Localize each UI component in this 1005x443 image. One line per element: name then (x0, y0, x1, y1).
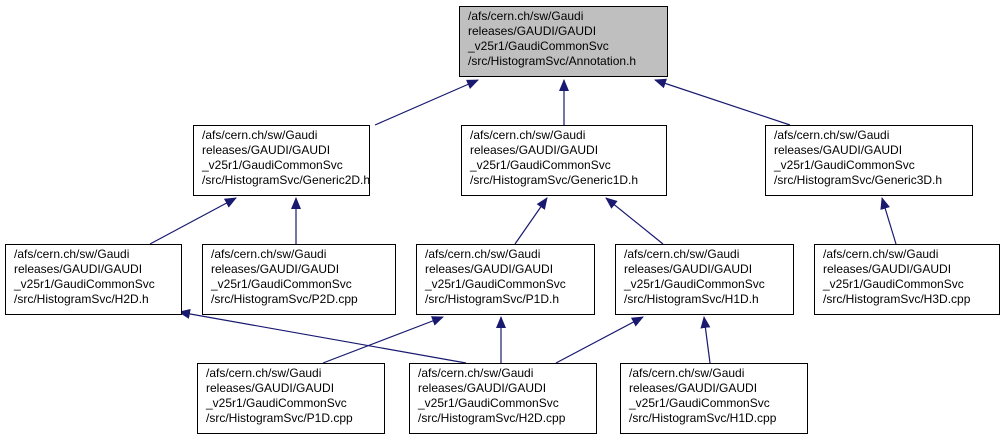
node-h1d-cpp[interactable]: /afs/cern.ch/sw/Gaudi releases/GAUDI/GAU… (620, 363, 808, 434)
node-line: releases/GAUDI/GAUDI (468, 24, 597, 38)
node-line: /src/HistogramSvc/H1D.h (624, 292, 759, 306)
node-generic1d-h[interactable]: /afs/cern.ch/sw/Gaudi releases/GAUDI/GAU… (461, 125, 667, 196)
node-p1d-h[interactable]: /afs/cern.ch/sw/Gaudi releases/GAUDI/GAU… (416, 244, 595, 315)
node-line: releases/GAUDI/GAUDI (14, 262, 143, 276)
node-line: /src/HistogramSvc/Generic3D.h (774, 173, 943, 187)
node-line: /afs/cern.ch/sw/Gaudi (14, 247, 130, 261)
edge-h1d-cpp-to-h1d-h (700, 316, 711, 364)
node-line: /afs/cern.ch/sw/Gaudi (425, 247, 541, 261)
node-line: /afs/cern.ch/sw/Gaudi (470, 128, 586, 142)
edge-generic3d-h-to-annotation-h (654, 78, 791, 126)
node-line: /afs/cern.ch/sw/Gaudi (418, 366, 534, 380)
edge-h1d-h-to-generic1d-h (605, 197, 664, 245)
node-line: releases/GAUDI/GAUDI (425, 262, 554, 276)
node-h2d-cpp[interactable]: /afs/cern.ch/sw/Gaudi releases/GAUDI/GAU… (409, 363, 597, 434)
node-line: _v25r1/GaudiCommonSvc (823, 277, 964, 291)
node-line: /src/HistogramSvc/Annotation.h (468, 54, 637, 68)
node-generic2d-h[interactable]: /afs/cern.ch/sw/Gaudi releases/GAUDI/GAU… (193, 125, 370, 196)
node-line: releases/GAUDI/GAUDI (774, 143, 903, 157)
node-line: /afs/cern.ch/sw/Gaudi (823, 247, 939, 261)
node-line: _v25r1/GaudiCommonSvc (774, 158, 915, 172)
node-line: /src/HistogramSvc/H2D.cpp (418, 411, 566, 425)
node-generic3d-h[interactable]: /afs/cern.ch/sw/Gaudi releases/GAUDI/GAU… (765, 125, 973, 196)
node-line: _v25r1/GaudiCommonSvc (425, 277, 566, 291)
node-line: releases/GAUDI/GAUDI (823, 262, 952, 276)
node-line: _v25r1/GaudiCommonSvc (470, 158, 611, 172)
edge-h3d-cpp-to-generic3d-h (880, 197, 897, 245)
node-line: /src/HistogramSvc/Generic2D.h (202, 173, 370, 187)
node-line: /afs/cern.ch/sw/Gaudi (468, 9, 584, 23)
node-p2d-cpp[interactable]: /afs/cern.ch/sw/Gaudi releases/GAUDI/GAU… (202, 244, 396, 315)
node-line: /src/HistogramSvc/P1D.h (425, 292, 560, 306)
node-h2d-h[interactable]: /afs/cern.ch/sw/Gaudi releases/GAUDI/GAU… (5, 244, 182, 315)
node-line: /afs/cern.ch/sw/Gaudi (774, 128, 890, 142)
node-line: /afs/cern.ch/sw/Gaudi (211, 247, 327, 261)
node-line: _v25r1/GaudiCommonSvc (206, 396, 347, 410)
node-line: releases/GAUDI/GAUDI (211, 262, 340, 276)
node-line: /afs/cern.ch/sw/Gaudi (629, 366, 745, 380)
edge-h2d-cpp-to-h1d-h (555, 316, 644, 364)
node-line: /src/HistogramSvc/H2D.h (14, 292, 149, 306)
edge-p1d-cpp-to-p1d-h (322, 316, 444, 364)
node-annotation-h: /afs/cern.ch/sw/Gaudi releases/GAUDI/GAU… (459, 6, 668, 77)
edge-h2d-cpp-to-h2d-h (178, 309, 467, 364)
node-line: /src/HistogramSvc/H1D.cpp (629, 411, 777, 425)
node-h3d-cpp[interactable]: /afs/cern.ch/sw/Gaudi releases/GAUDI/GAU… (814, 244, 1000, 315)
edge-p1d-h-to-generic1d-h (514, 197, 548, 245)
node-line: /afs/cern.ch/sw/Gaudi (624, 247, 740, 261)
node-line: /src/HistogramSvc/H3D.cpp (823, 292, 971, 306)
edge-generic2d-h-to-annotation-h (374, 79, 479, 126)
node-line: _v25r1/GaudiCommonSvc (211, 277, 352, 291)
edge-h2d-h-to-generic2d-h (149, 197, 237, 245)
node-line: _v25r1/GaudiCommonSvc (14, 277, 155, 291)
node-line: /src/HistogramSvc/P2D.cpp (211, 292, 358, 306)
node-line: _v25r1/GaudiCommonSvc (468, 39, 609, 53)
node-line: releases/GAUDI/GAUDI (418, 381, 547, 395)
node-line: releases/GAUDI/GAUDI (206, 381, 335, 395)
node-line: releases/GAUDI/GAUDI (629, 381, 758, 395)
node-line: _v25r1/GaudiCommonSvc (629, 396, 770, 410)
node-line: releases/GAUDI/GAUDI (624, 262, 753, 276)
node-line: releases/GAUDI/GAUDI (202, 143, 331, 157)
node-line: _v25r1/GaudiCommonSvc (202, 158, 343, 172)
node-h1d-h[interactable]: /afs/cern.ch/sw/Gaudi releases/GAUDI/GAU… (615, 244, 794, 315)
node-line: /src/HistogramSvc/Generic1D.h (470, 173, 639, 187)
node-line: releases/GAUDI/GAUDI (470, 143, 599, 157)
node-line: /src/HistogramSvc/P1D.cpp (206, 411, 353, 425)
node-line: /afs/cern.ch/sw/Gaudi (202, 128, 318, 142)
node-p1d-cpp[interactable]: /afs/cern.ch/sw/Gaudi releases/GAUDI/GAU… (197, 363, 385, 434)
node-line: _v25r1/GaudiCommonSvc (418, 396, 559, 410)
node-line: _v25r1/GaudiCommonSvc (624, 277, 765, 291)
node-line: /afs/cern.ch/sw/Gaudi (206, 366, 322, 380)
